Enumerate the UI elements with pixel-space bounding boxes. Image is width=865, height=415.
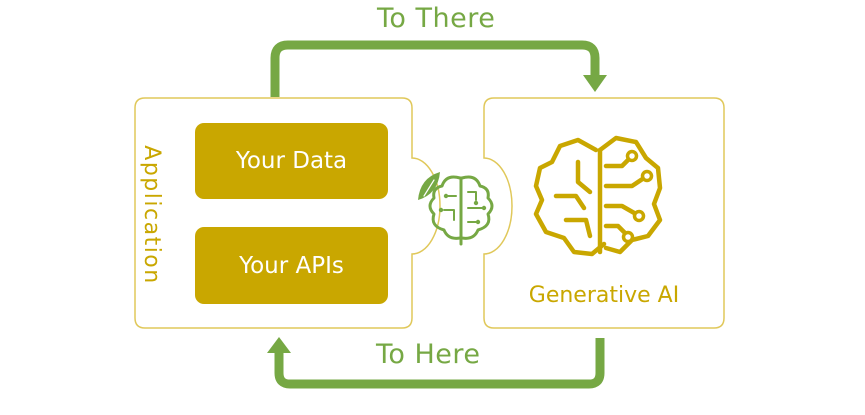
top-flow-arrow xyxy=(270,40,600,97)
to-here-label: To Here xyxy=(376,339,481,370)
your-apis-box: Your APIs xyxy=(195,227,388,304)
top-arrowhead xyxy=(583,75,607,92)
to-there-label: To There xyxy=(377,3,496,34)
generative-ai-title: Generative AI xyxy=(528,283,680,308)
generative-ai-card xyxy=(483,97,725,329)
bottom-arrowhead xyxy=(267,337,291,353)
circuit-nodes xyxy=(621,149,654,244)
brain-leaf-icon xyxy=(418,172,494,246)
your-data-box: Your Data xyxy=(195,123,388,199)
bottom-flow-arrow xyxy=(274,338,605,389)
application-title: Application xyxy=(139,145,164,285)
